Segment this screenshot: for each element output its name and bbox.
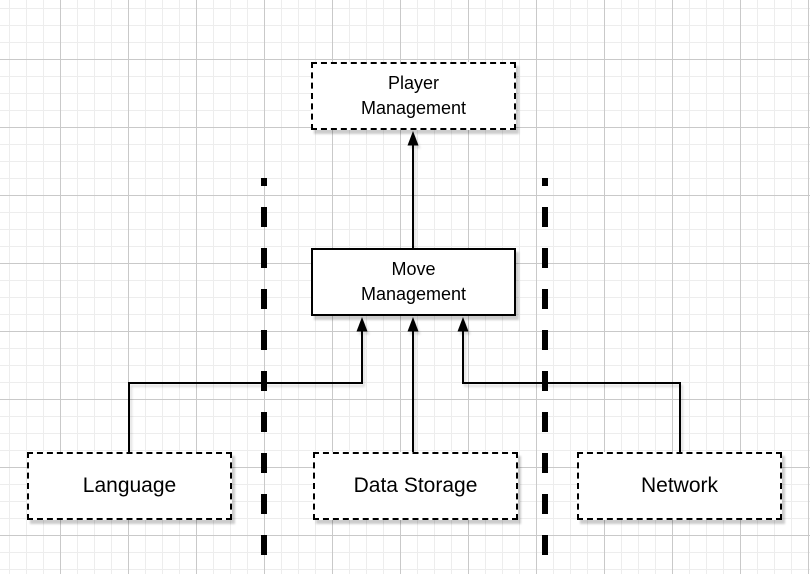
node-move-management[interactable]: Move Management bbox=[311, 248, 516, 316]
edge-language-to-move[interactable] bbox=[128, 317, 368, 452]
node-network-label: Network bbox=[640, 474, 719, 497]
node-data-storage-label: Data Storage bbox=[353, 474, 478, 497]
node-player-management-label: Player Management bbox=[360, 73, 467, 118]
node-move-management-label: Move Management bbox=[360, 259, 467, 304]
node-player-management[interactable]: Player Management bbox=[311, 62, 516, 130]
node-network[interactable]: Network bbox=[577, 452, 782, 520]
node-data-storage[interactable]: Data Storage bbox=[313, 452, 518, 520]
node-language[interactable]: Language bbox=[27, 452, 232, 520]
edge-network-to-move[interactable] bbox=[457, 317, 681, 452]
edge-move-to-player[interactable] bbox=[407, 131, 419, 248]
edge-storage-to-move[interactable] bbox=[407, 317, 419, 452]
node-language-label: Language bbox=[82, 474, 177, 497]
